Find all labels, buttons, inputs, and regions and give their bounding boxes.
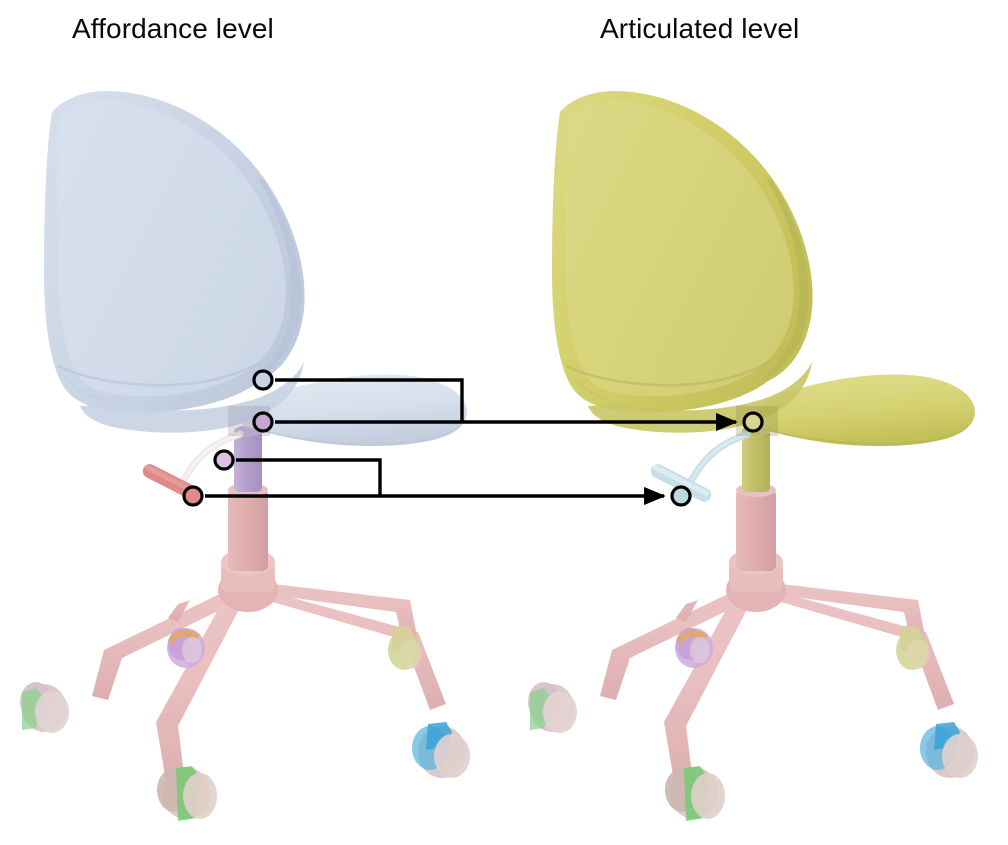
chair-articulated <box>528 90 978 821</box>
casters-right <box>528 626 978 821</box>
part-markers <box>182 369 764 507</box>
marker-articulated-seat[interactable] <box>742 411 764 433</box>
chair-affordance <box>20 90 470 821</box>
connector-lever-branch <box>236 458 382 496</box>
marker-articulated-lever[interactable] <box>670 485 692 507</box>
lever-right <box>650 430 752 502</box>
connector-seat-group[interactable] <box>275 378 738 432</box>
marker-seat-pan[interactable] <box>252 411 274 433</box>
marker-column-upper[interactable] <box>213 449 235 471</box>
connector-seat-branch <box>275 378 464 422</box>
panel-title-articulated: Articulated level <box>600 13 800 44</box>
marker-lever-handle[interactable] <box>182 485 204 507</box>
seat-back-shell-left <box>44 90 305 433</box>
casters-left <box>20 626 470 821</box>
connector-lever-group[interactable] <box>205 458 666 506</box>
seat-shell-unified-right <box>552 90 975 446</box>
marker-seat-back-shell[interactable] <box>252 369 274 391</box>
panel-title-affordance: Affordance level <box>72 13 274 44</box>
seat-pan-left <box>238 374 467 446</box>
